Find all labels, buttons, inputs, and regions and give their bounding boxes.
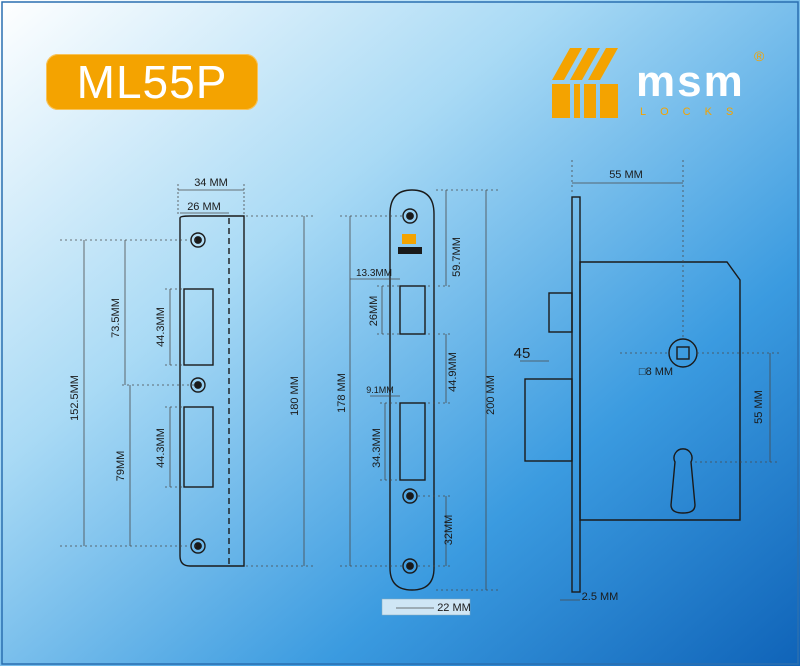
lock-faceplate-thickness-label: 2.5 MM [582,591,619,603]
strike-span-label: 152.5MM [69,375,81,421]
faceplate-bottom-offset-label: 32MM [443,515,455,546]
strike-width-outer-label: 34 MM [194,177,228,189]
lock-dimension-lines [520,160,780,601]
strike-height-label: 180 MM [289,376,301,416]
faceplate-screw-hole-top [402,208,418,224]
faceplate-outline [389,189,435,591]
strike-upper-offset-label: 73.5MM [110,298,122,338]
model-title-badge: ML55P [46,54,258,110]
strike-width-inner-label: 26 MM [187,201,221,213]
lock-body [524,196,741,593]
lock-center-distance-label: 55 MM [753,390,765,424]
faceplate-dimension-lines [340,189,500,591]
dead-bolt [524,378,573,462]
strike-slot-lower-label: 44.3MM [155,428,167,468]
spindle-square [676,346,690,360]
cylinder-cutout [670,448,696,514]
faceplate-slot-upper-width-label: 13.3MM [356,268,392,279]
faceplate-screw-hole-middle [402,488,418,504]
faceplate-height-label: 200 MM [485,375,497,415]
strike-slot-lower [183,406,214,488]
faceplate-slot-lower [399,402,426,481]
faceplate-logo-icon [398,234,422,254]
lock-spindle-label: □8 MM [639,366,673,378]
strike-dimension-lines [60,184,316,567]
faceplate-screw-hole-bottom [402,558,418,574]
strike-lower-offset-label: 79MM [115,451,127,482]
registered-mark: ® [754,48,765,64]
faceplate-slot-lower-width-label: 9.1MM [366,385,394,395]
faceplate-slot-gap-label: 44.9MM [447,352,459,392]
faceplate-slot-upper-height-label: 26MM [368,296,380,327]
strike-plate [179,215,245,567]
brand-name: msm [636,57,745,106]
faceplate-slot-lower-height-label: 34.3MM [371,428,383,468]
strike-slot-upper [183,288,214,366]
lock-backset-label: 55 MM [609,169,643,181]
faceplate-width-box [381,598,471,616]
faceplate-top-offset-label: 59.7MM [451,237,463,277]
latch-bolt [548,292,573,333]
strike-screw-hole-middle [190,377,206,393]
brand-logo: msm LOCKS ® [548,40,778,130]
faceplate-slot-upper [399,285,426,335]
faceplate-span-label: 178 MM [336,373,348,413]
lock-bolt-projection-label: 45 [514,345,531,362]
faceplate-width-label: 22 MM [437,602,471,614]
strike-plate-outline [179,215,245,567]
lock-case [579,261,741,521]
faceplate [389,189,435,591]
brand-tagline: LOCKS [640,106,748,118]
brand-mark-icon [552,48,618,118]
strike-slot-upper-label: 44.3MM [155,307,167,347]
